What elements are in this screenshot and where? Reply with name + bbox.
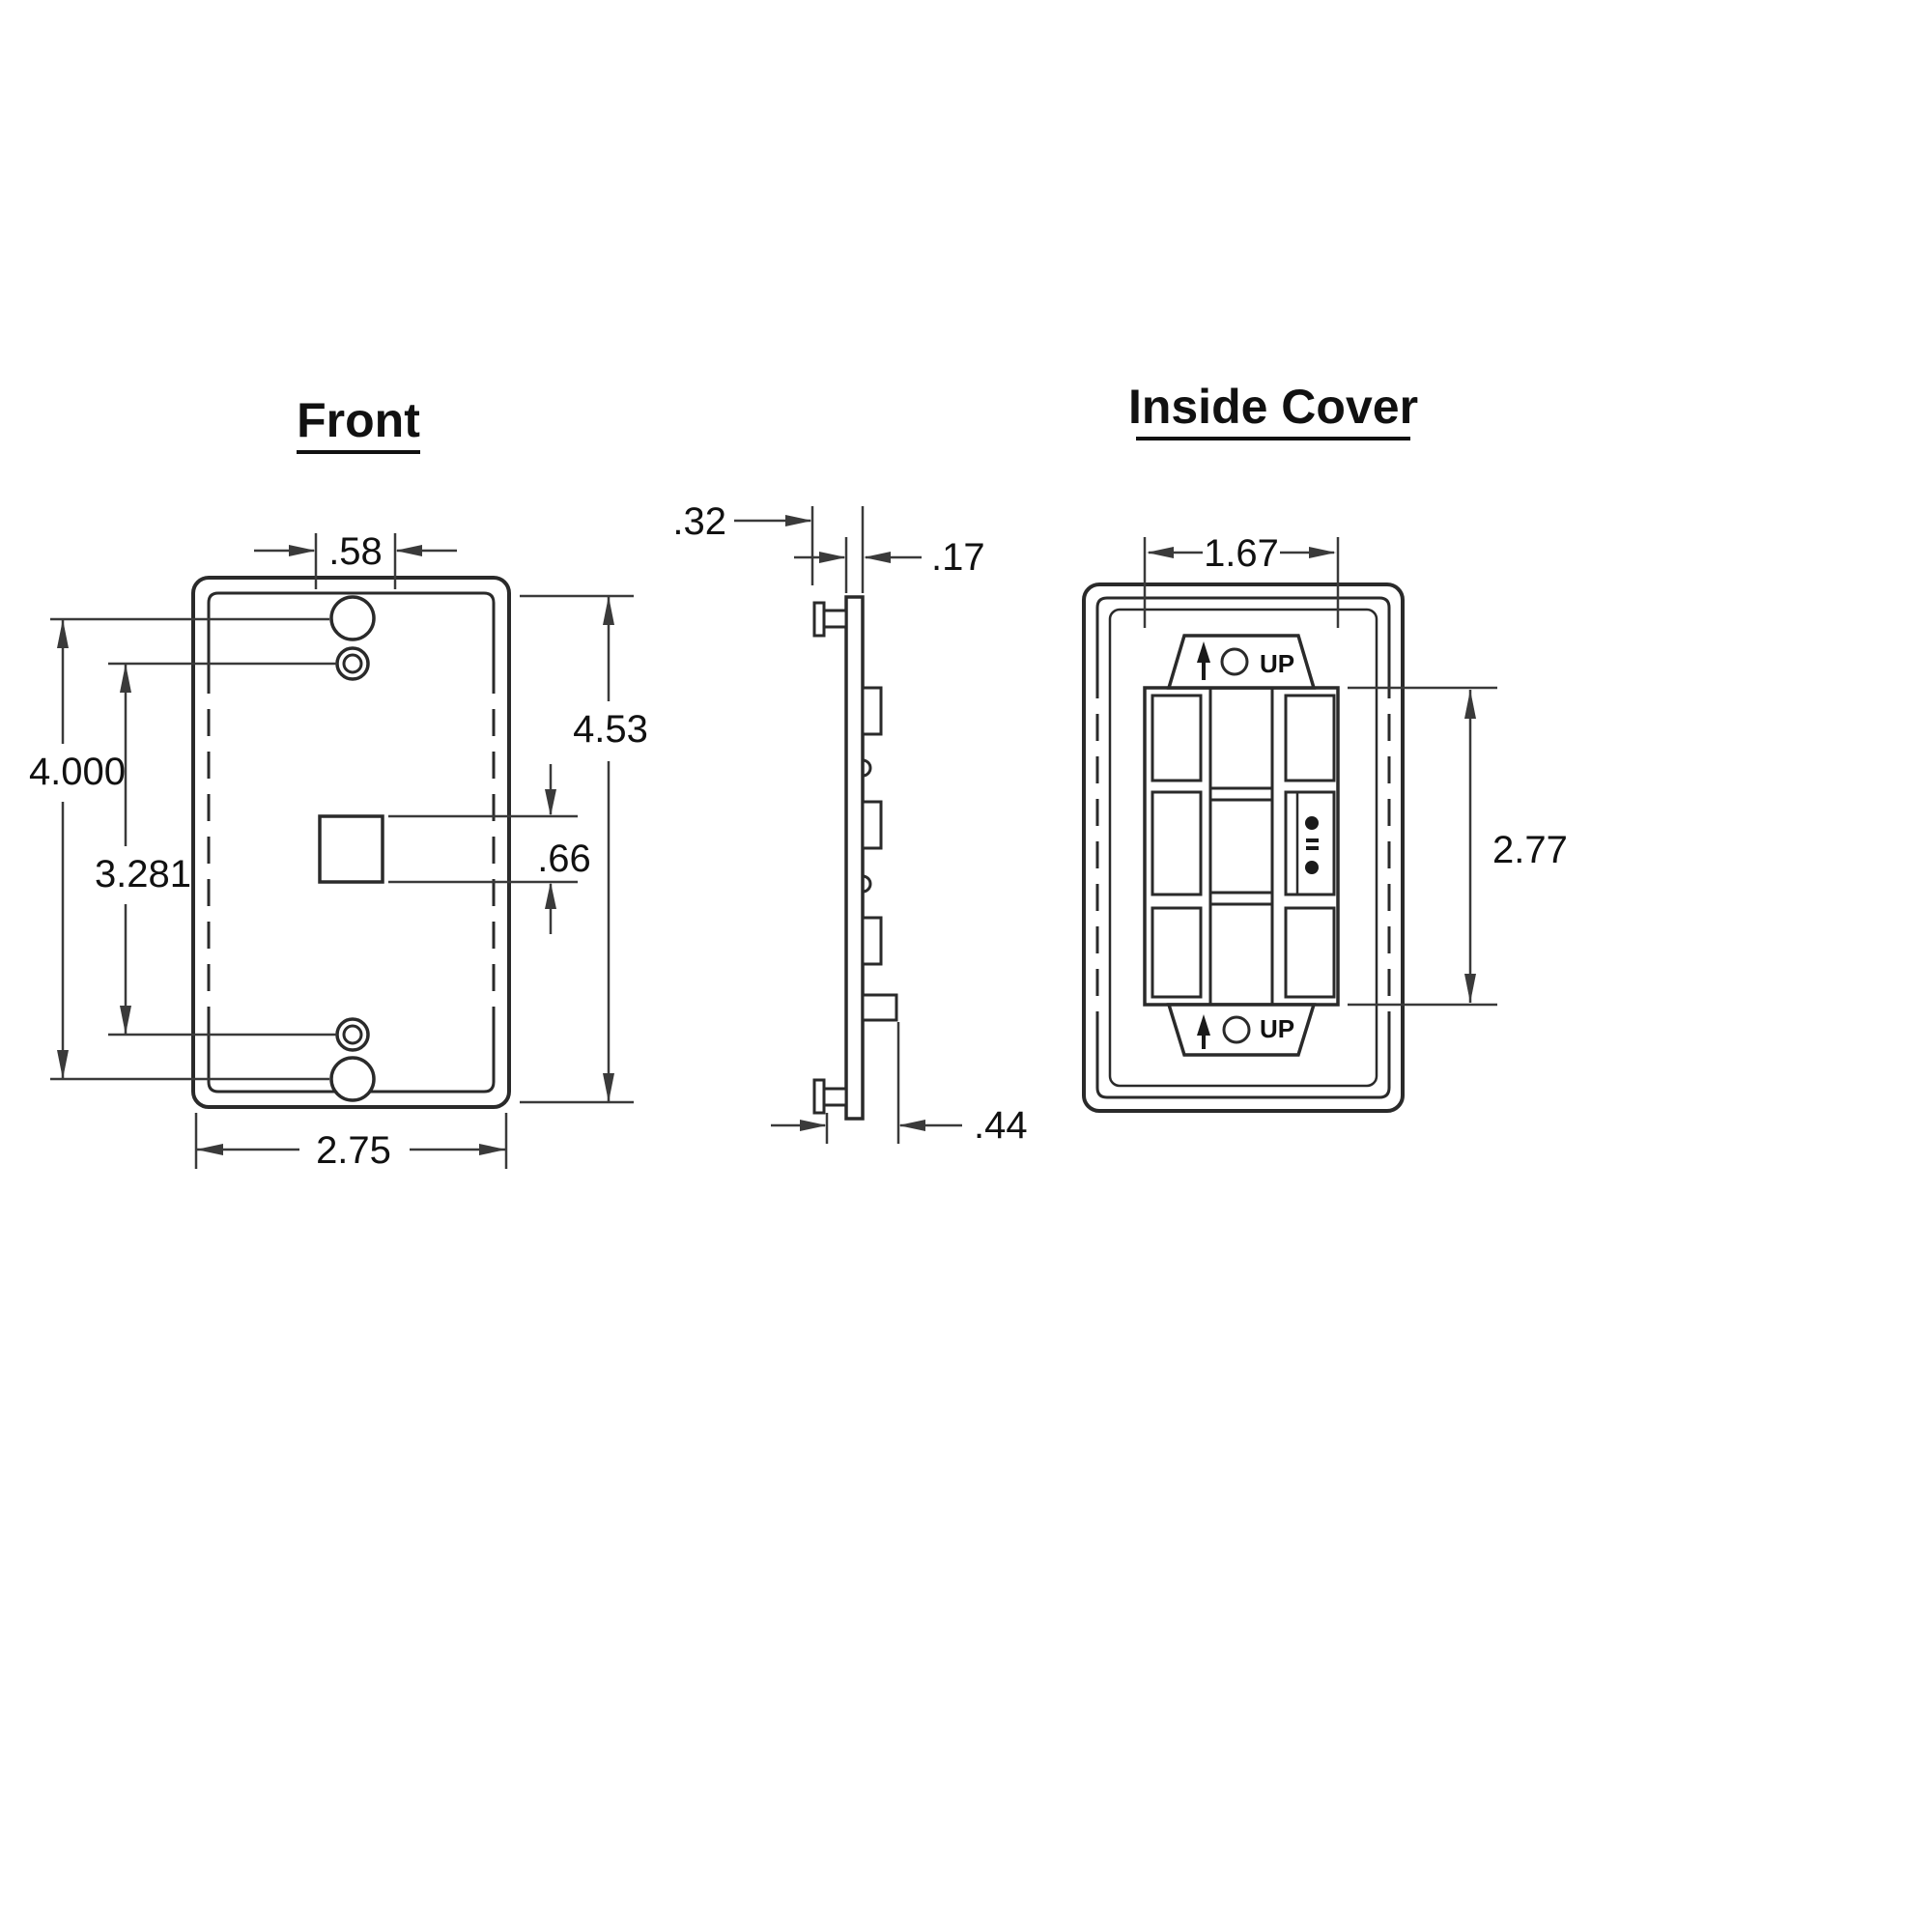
dimension-overall-width: 2.75 (194, 1113, 508, 1172)
dim-overall-height-label: 4.53 (573, 708, 648, 751)
up-label-top: UP (1260, 649, 1294, 678)
side-bump-1 (862, 758, 872, 778)
insert-cell-left-bottom (1151, 906, 1203, 999)
dimension-overall-height: 4.53 (520, 594, 648, 1104)
latch-hole-bottom (1222, 1015, 1251, 1044)
side-bump-2 (862, 874, 872, 894)
screw-hole-bottom-large (329, 1056, 376, 1102)
dimension-insert-width: 1.67 (1143, 532, 1340, 628)
contact-dot-top (1305, 816, 1319, 830)
latch-tab-bottom: UP (1166, 1003, 1317, 1057)
insert-grid (1143, 686, 1340, 1007)
dimension-aperture-height: .66 (388, 764, 591, 934)
front-plate-inner-border (207, 591, 496, 1094)
side-view: .32 .17 .44 (672, 500, 1027, 1147)
inside-cover-second-border (1108, 608, 1378, 1088)
latch-hole-top (1220, 647, 1249, 676)
insert-cell-left-mid (1151, 790, 1203, 896)
dimension-insert-height: 2.77 (1348, 686, 1568, 1007)
dimension-hole-offset: .58 (254, 530, 457, 589)
up-arrow-bottom-icon (1197, 1014, 1210, 1036)
insert-cell-right-mid (1284, 790, 1336, 896)
insert-cell-right-bottom (1284, 906, 1336, 999)
dim-inner-hole-spacing-label: 3.281 (95, 853, 191, 895)
dim-aperture-height-label: .66 (537, 838, 591, 880)
titles: Front Inside Cover (297, 380, 1418, 454)
front-view: .58 4.53 4.000 (29, 530, 648, 1172)
inside-cover-view: UP UP 1.67 2.77 (1082, 532, 1568, 1113)
contact-mark-2 (1306, 846, 1319, 850)
up-arrow-top-icon (1197, 641, 1210, 663)
side-tab-2 (861, 800, 883, 850)
latch-tab-top: UP (1166, 634, 1317, 690)
up-label-bottom: UP (1260, 1014, 1294, 1043)
screw-hole-bottom-inner (342, 1024, 363, 1045)
dim-plate-thickness-label: .17 (931, 536, 985, 579)
dim-overall-depth-label: .44 (974, 1104, 1028, 1147)
contact-mark-1 (1306, 838, 1319, 842)
dim-overall-width-label: 2.75 (316, 1129, 391, 1172)
dimension-clip-depth: .32 (672, 500, 814, 585)
dimension-inner-hole-spacing: 3.281 (95, 662, 337, 1037)
side-clip-top-stem (822, 609, 848, 629)
side-clip-bottom-stem (822, 1087, 848, 1107)
dim-insert-height-label: 2.77 (1492, 829, 1568, 871)
dim-insert-width-label: 1.67 (1204, 532, 1279, 575)
jack-aperture (318, 814, 384, 884)
screw-hole-top-large (329, 595, 376, 641)
inside-cover-inner-border (1095, 596, 1391, 1099)
dim-clip-depth-label: .32 (672, 500, 726, 543)
dim-outer-hole-spacing-label: 4.000 (29, 751, 126, 793)
insert-grid-outline (1143, 686, 1340, 1007)
front-title: Front (297, 393, 420, 447)
dimension-outer-hole-spacing: 4.000 (29, 617, 329, 1081)
contact-dot-bottom (1305, 861, 1319, 874)
side-bottom-bracket (861, 993, 898, 1022)
side-plate-body (844, 595, 865, 1121)
screw-hole-top-inner (342, 653, 363, 674)
insert-cell-right-top (1284, 694, 1336, 782)
inside-cover-title: Inside Cover (1128, 380, 1418, 434)
side-tab-1 (861, 686, 883, 736)
dim-hole-offset-label: .58 (328, 530, 383, 573)
side-tab-3 (861, 916, 883, 966)
insert-cell-left-top (1151, 694, 1203, 782)
dimension-plate-thickness: .17 (794, 506, 985, 593)
dimension-overall-depth: .44 (771, 1022, 1028, 1147)
